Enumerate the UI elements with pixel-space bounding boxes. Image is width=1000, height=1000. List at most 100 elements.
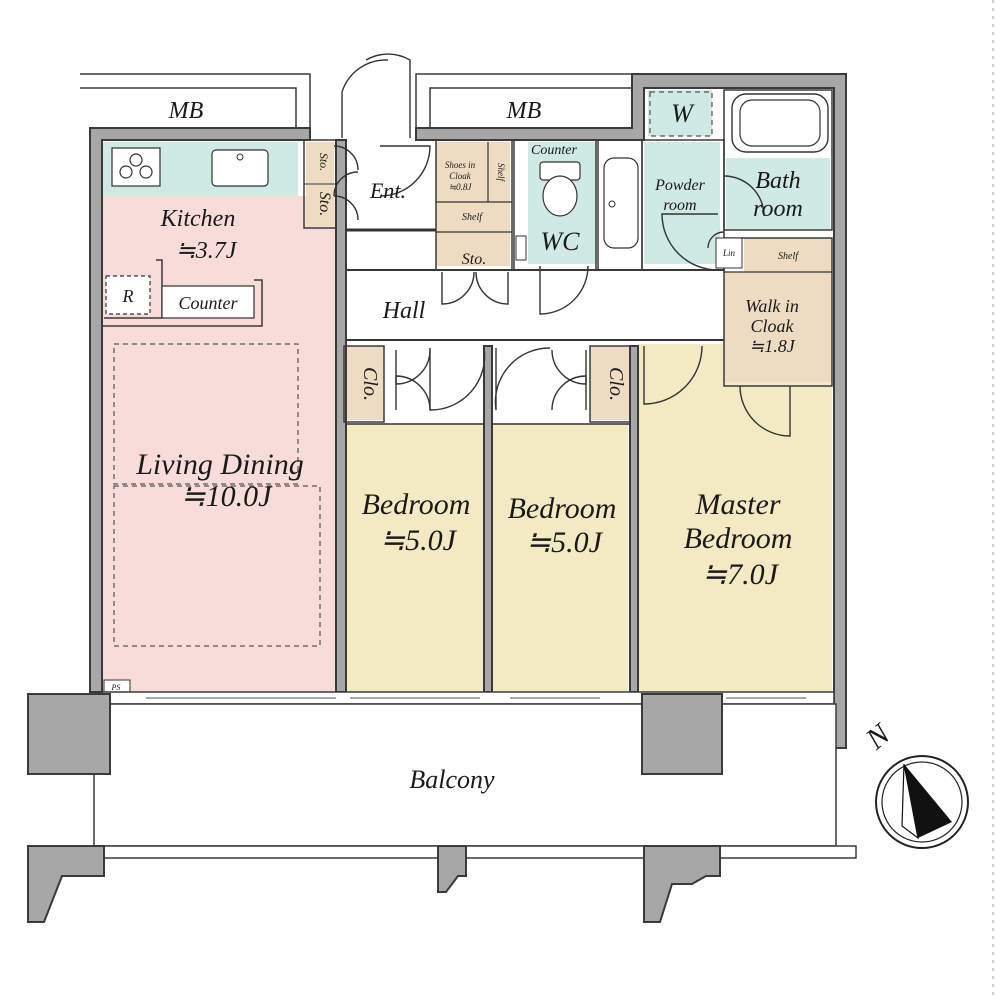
clo1-door-b bbox=[395, 375, 431, 411]
mb-left-inner bbox=[80, 87, 297, 128]
wic-area-label: ≒1.8J bbox=[749, 336, 796, 356]
linen-box bbox=[715, 237, 743, 269]
clo2-door-b bbox=[551, 375, 587, 411]
burner-icon bbox=[129, 153, 143, 167]
north-label: N bbox=[859, 716, 898, 756]
burner-icon bbox=[119, 165, 133, 179]
wic-shelf-fill bbox=[744, 238, 832, 272]
living-dining-fill bbox=[102, 196, 336, 692]
compass-icon bbox=[875, 755, 969, 849]
wc-outline bbox=[513, 139, 597, 271]
wall-bed1-bed2 bbox=[483, 345, 493, 693]
column-mid bbox=[641, 693, 723, 775]
counter-edge2 bbox=[102, 279, 263, 327]
washer-box bbox=[649, 91, 713, 137]
wall-left-top bbox=[89, 127, 311, 693]
clo2-door-a bbox=[551, 349, 587, 385]
drain-icon bbox=[608, 200, 616, 208]
balcony-rail bbox=[103, 845, 857, 859]
rug-upper bbox=[113, 343, 299, 485]
entrance-door-right bbox=[365, 53, 411, 138]
burner-icon bbox=[139, 165, 153, 179]
kitchen-counter-box bbox=[161, 285, 255, 319]
w-fill bbox=[648, 90, 712, 136]
mb-left-label: MB bbox=[168, 98, 204, 124]
wic-shelf-label: Shelf bbox=[778, 251, 799, 262]
toilet-bowl-icon bbox=[542, 175, 578, 217]
clo2-label: Clo. bbox=[605, 367, 627, 401]
shoes-cloak-outline bbox=[435, 139, 513, 271]
powder-room-fill bbox=[644, 142, 720, 264]
bedroom1-label: Bedroom bbox=[362, 488, 471, 521]
bathtub-icon bbox=[731, 93, 829, 153]
clo1-fill bbox=[344, 346, 384, 420]
wc-label: WC bbox=[541, 227, 581, 256]
bathtub-inner bbox=[739, 99, 821, 147]
kitchen-counter-label: Counter bbox=[178, 293, 238, 313]
bath-label-1: Bath bbox=[755, 168, 800, 194]
refrigerator-box bbox=[105, 275, 151, 315]
shoes-area-label: ≒0.8J bbox=[449, 182, 473, 192]
powder-label-2: room bbox=[663, 197, 696, 214]
column-left bbox=[27, 693, 111, 775]
wall-bed2-master bbox=[629, 345, 639, 693]
sto-door-2 bbox=[333, 171, 359, 197]
master-label-1: Master bbox=[695, 488, 781, 521]
master-bedroom-fill bbox=[638, 344, 832, 692]
mb-right-outline bbox=[429, 87, 632, 128]
bedroom2-area-label: ≒5.0J bbox=[526, 526, 604, 559]
w-label: W bbox=[671, 99, 695, 128]
linen-label: Lin bbox=[722, 248, 736, 258]
shoes-label-2: Cloak bbox=[449, 171, 472, 181]
column-foot-left bbox=[27, 845, 105, 923]
shoes-cloak-fill bbox=[436, 142, 510, 266]
sto-hall-label: Sto. bbox=[462, 251, 486, 268]
living-area-label: ≒10.0J bbox=[181, 480, 274, 513]
clo1-door-a bbox=[395, 349, 431, 385]
bath-label-2: room bbox=[753, 196, 803, 222]
wc-sink-icon bbox=[515, 235, 527, 261]
clo2-fill bbox=[590, 346, 630, 420]
clo2-outline bbox=[589, 345, 631, 423]
wic-door bbox=[739, 385, 791, 437]
kitchen-area-label: ≒3.7J bbox=[176, 238, 238, 264]
refrigerator-label: R bbox=[122, 286, 134, 306]
master-door bbox=[643, 345, 703, 405]
bathroom-fill bbox=[726, 158, 830, 230]
shoes-shelf-label: Shelf bbox=[462, 212, 483, 223]
rug-lower bbox=[113, 485, 321, 647]
shoes-door bbox=[379, 145, 431, 197]
bath-door bbox=[723, 175, 765, 217]
bedroom2-fill bbox=[492, 424, 628, 692]
entrance-door-left bbox=[341, 59, 389, 138]
powder-label-1: Powder bbox=[654, 177, 706, 194]
bed2-door bbox=[494, 347, 551, 411]
wic-label-2: Cloak bbox=[751, 316, 795, 336]
master-area-label: ≒7.0J bbox=[702, 558, 780, 591]
ps-label: PS bbox=[111, 683, 121, 692]
bedroom1-fill bbox=[346, 424, 484, 692]
hall-sto-door-b bbox=[475, 271, 509, 305]
mb-right-label: MB bbox=[506, 98, 542, 124]
living-dining-label: Living Dining bbox=[135, 448, 304, 481]
shoes-side-shelf-label: Shelf bbox=[496, 163, 506, 182]
wc-door bbox=[539, 265, 589, 315]
basin-icon bbox=[603, 157, 639, 249]
column-foot-center bbox=[437, 845, 467, 893]
kitchen-label: Kitchen bbox=[160, 206, 236, 232]
wic-outline bbox=[723, 237, 833, 387]
bedroom2-label: Bedroom bbox=[508, 492, 617, 525]
shoes-label-1: Shoes in bbox=[445, 160, 476, 170]
sto-small-label: Sto. bbox=[317, 153, 331, 171]
hall-sto-door-a bbox=[441, 271, 475, 305]
walk-in-cloak-fill bbox=[724, 272, 832, 382]
clo1-outline bbox=[343, 345, 385, 423]
sink-icon bbox=[211, 149, 269, 187]
entrance-label: Ent. bbox=[369, 178, 406, 203]
sto-entry-label: Sto. bbox=[316, 192, 333, 216]
clo1-label: Clo. bbox=[359, 367, 381, 401]
wic-label-1: Walk in bbox=[745, 296, 799, 316]
bath-outline bbox=[723, 89, 833, 231]
column-foot-right bbox=[643, 845, 721, 923]
sto-door-3 bbox=[333, 195, 359, 221]
